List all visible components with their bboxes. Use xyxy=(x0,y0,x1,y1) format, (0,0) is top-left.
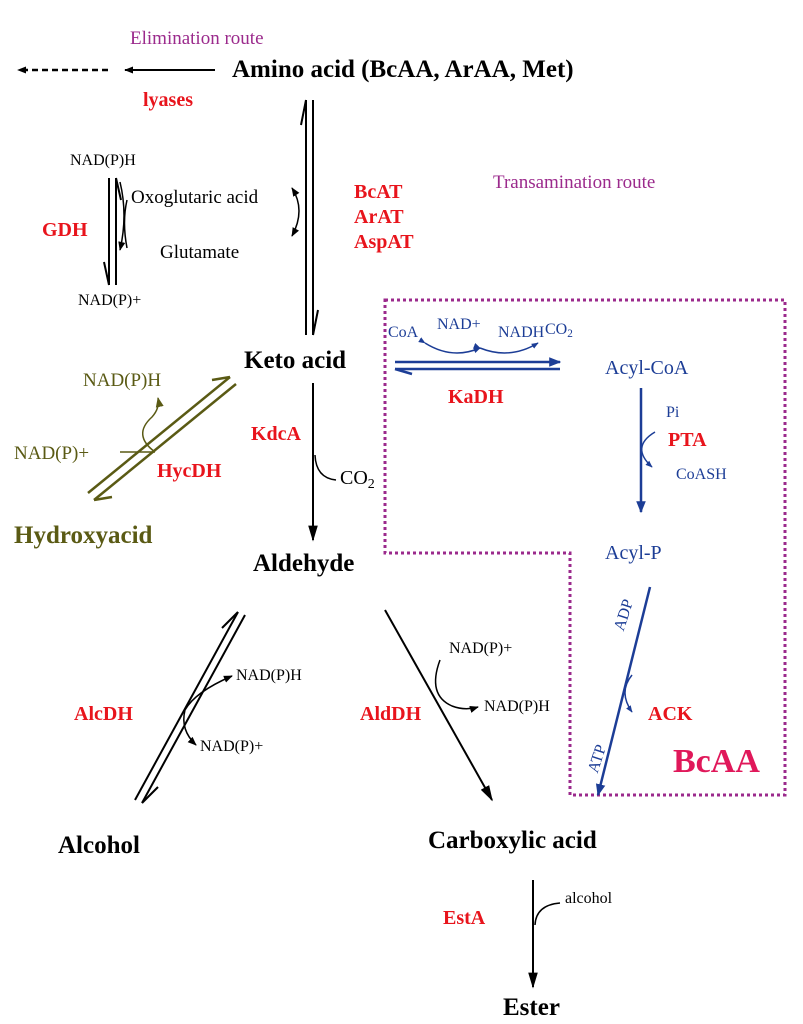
node-ester: Ester xyxy=(503,994,560,1021)
cofactor-kadh-nadh: NADH xyxy=(498,324,545,341)
co2-text: CO xyxy=(340,467,368,489)
enzyme-bcat: BcAT xyxy=(354,181,403,203)
cofactor-ald-nadph: NAD(P)H xyxy=(484,698,550,715)
cofactor-alc-nadph: NAD(P)H xyxy=(236,667,302,684)
cofactor-kadh-coa: CoA xyxy=(388,324,419,341)
cofactor-glutamate: Glutamate xyxy=(160,242,240,263)
cofactor-kadh-nad: NAD+ xyxy=(437,316,481,333)
enzyme-arat: ArAT xyxy=(354,206,404,228)
enzyme-esta: EstA xyxy=(443,907,486,929)
cofactor-hyc-nadph: NAD(P)H xyxy=(83,370,162,391)
cofactor-kdca-co2: CO2 xyxy=(340,467,375,492)
node-acyl-coa: Acyl-CoA xyxy=(605,357,689,379)
cofactor-ald-nadp: NAD(P)+ xyxy=(449,640,513,657)
enzyme-aspat: AspAT xyxy=(354,231,414,253)
node-acyl-p: Acyl-P xyxy=(605,542,662,564)
cofactor-pta-pi: Pi xyxy=(666,404,680,421)
cofactor-pta-coash: CoASH xyxy=(676,466,727,483)
cofactor-gdh-nadp: NAD(P)+ xyxy=(78,292,142,309)
enzyme-kdca: KdcA xyxy=(251,423,301,445)
enzyme-kadh: KaDH xyxy=(448,386,504,408)
enzyme-hycdh: HycDH xyxy=(157,460,222,482)
enzyme-ack: ACK xyxy=(648,703,693,725)
enzyme-alcdh: AlcDH xyxy=(74,703,133,725)
node-keto-acid: Keto acid xyxy=(244,347,347,374)
cofactor-est-alcohol: alcohol xyxy=(565,890,613,907)
cofactor-kadh-co2: CO2 xyxy=(545,321,573,341)
cofactor-hyc-nadp: NAD(P)+ xyxy=(14,443,90,464)
transamination-route-label: Transamination route xyxy=(493,172,656,193)
bcaa-boundary xyxy=(383,298,787,797)
node-amino-acid: Amino acid (BcAA, ArAA, Met) xyxy=(232,56,574,83)
node-aldehyde: Aldehyde xyxy=(253,550,355,577)
enzyme-lyases: lyases xyxy=(143,89,193,111)
node-alcohol: Alcohol xyxy=(58,832,140,859)
cofactor-alc-nadp: NAD(P)+ xyxy=(200,738,264,755)
bcaa-box-label: BcAA xyxy=(673,743,760,780)
kadh-co2-text: CO xyxy=(545,321,568,338)
node-hydroxyacid: Hydroxyacid xyxy=(14,522,153,549)
enzyme-alddh: AldDH xyxy=(360,703,422,725)
enzyme-gdh: GDH xyxy=(42,219,88,241)
node-carboxylic-acid: Carboxylic acid xyxy=(428,827,597,854)
kadh-co2-subscript: 2 xyxy=(567,328,573,341)
co2-subscript: 2 xyxy=(367,477,375,493)
cofactor-gdh-nadph: NAD(P)H xyxy=(70,152,136,169)
elimination-route-label: Elimination route xyxy=(130,28,264,49)
cofactor-oxoglutaric-acid: Oxoglutaric acid xyxy=(131,187,259,208)
enzyme-pta: PTA xyxy=(668,429,707,451)
